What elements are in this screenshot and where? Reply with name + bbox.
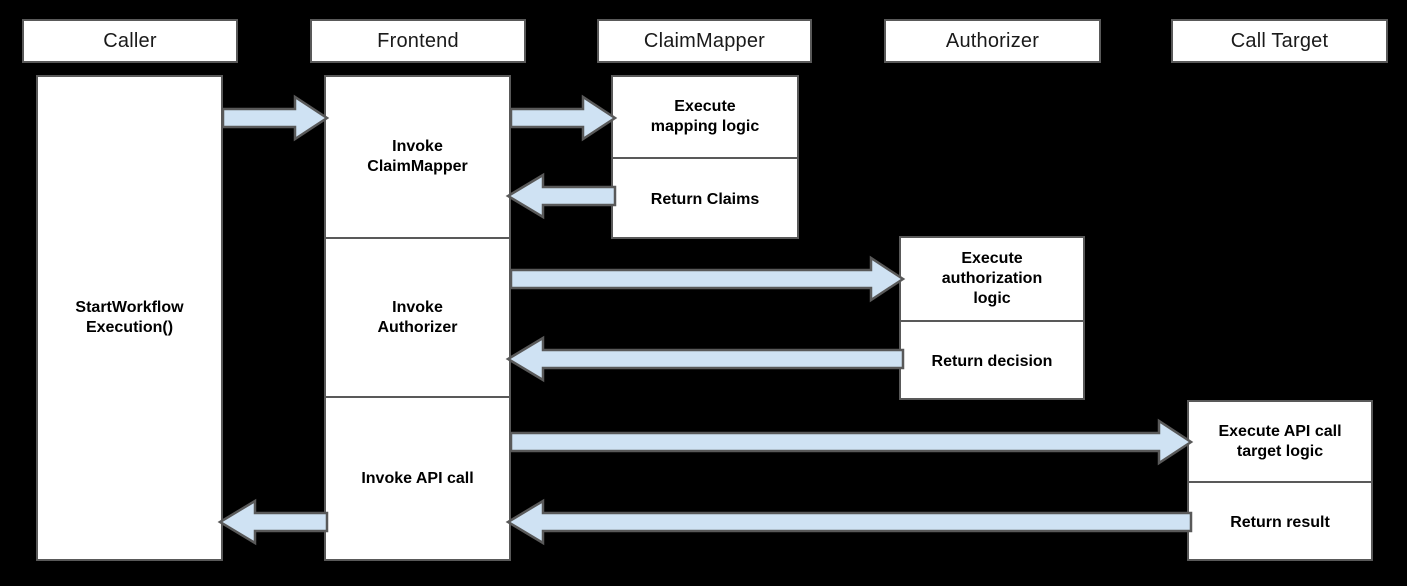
- lifeline-header-authorizer: Authorizer: [884, 19, 1101, 63]
- message-arrow-authorizer-to-frontend: [505, 335, 905, 383]
- lifeline-label-calltarget: Call Target: [1230, 29, 1329, 52]
- activation-segment-claimmapper-return-claims: Return Claims: [613, 157, 797, 241]
- activation-frontend: Invoke ClaimMapper Invoke Authorizer Inv…: [324, 75, 511, 561]
- activation-authorizer: Execute authorization logic Return decis…: [899, 236, 1085, 400]
- activation-segment-frontend-invoke-claimmapper: Invoke ClaimMapper: [367, 138, 468, 175]
- message-arrow-frontend-to-caller: [217, 498, 329, 546]
- message-arrow-claimmapper-to-frontend: [505, 172, 617, 220]
- activation-calltarget: Execute API call target logic Return res…: [1187, 400, 1373, 561]
- activation-segment-calltarget-execute-api-call-target-logic: Execute API call target logic: [1218, 422, 1342, 460]
- lifeline-header-caller: Caller: [22, 19, 238, 63]
- activation-segment-caller-start-workflow: StartWorkflow Execution(): [75, 299, 184, 336]
- message-arrow-frontend-to-calltarget: [509, 418, 1194, 466]
- message-arrow-frontend-to-authorizer: [509, 255, 906, 303]
- message-arrow-caller-to-frontend: [221, 94, 330, 142]
- activation-segment-frontend-invoke-authorizer: Invoke Authorizer: [326, 237, 509, 396]
- activation-claimmapper: Execute mapping logic Return Claims: [611, 75, 799, 239]
- activation-segment-claimmapper-execute-mapping-logic: Execute mapping logic: [650, 98, 760, 135]
- lifeline-label-frontend: Frontend: [377, 29, 459, 52]
- activation-segment-calltarget-return-result: Return result: [1189, 481, 1371, 563]
- message-arrow-frontend-to-claimmapper: [509, 94, 618, 142]
- lifeline-label-authorizer: Authorizer: [945, 29, 1040, 52]
- lifeline-label-caller: Caller: [103, 29, 157, 52]
- activation-caller: StartWorkflow Execution(): [36, 75, 223, 561]
- lifeline-header-calltarget: Call Target: [1171, 19, 1388, 63]
- activation-segment-frontend-invoke-api-call: Invoke API call: [326, 396, 509, 559]
- activation-segment-authorizer-execute-authorization-logic: Execute authorization logic: [941, 250, 1043, 307]
- lifeline-label-claimmapper: ClaimMapper: [643, 29, 766, 52]
- activation-segment-authorizer-return-decision: Return decision: [901, 320, 1083, 402]
- message-arrow-calltarget-to-frontend: [505, 498, 1193, 546]
- lifeline-header-frontend: Frontend: [310, 19, 526, 63]
- lifeline-header-claimmapper: ClaimMapper: [597, 19, 812, 63]
